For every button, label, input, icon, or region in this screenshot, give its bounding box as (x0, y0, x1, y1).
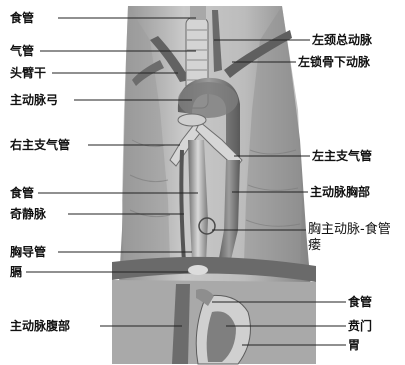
label-cardia: 贲门 (348, 319, 372, 333)
label-azygos-vein: 奇静脉 (10, 207, 46, 221)
label-brachiocephalic: 头臂干 (10, 66, 46, 80)
label-esophagus-mid: 食管 (10, 186, 34, 200)
label-left-bronchus: 左主支气管 (312, 149, 372, 163)
label-aortic-arch: 主动脉弓 (10, 93, 58, 107)
label-trachea: 气管 (10, 44, 34, 58)
label-stomach: 胃 (348, 338, 360, 352)
label-thoracic-aorta: 主动脉胸部 (310, 185, 370, 199)
label-esophagus-top: 食管 (10, 11, 34, 25)
label-right-bronchus: 右主支气管 (10, 138, 70, 152)
label-esophagus-low: 食管 (348, 295, 372, 309)
label-diaphragm: 膈 (10, 265, 22, 279)
label-left-subclavian: 左锁骨下动脉 (298, 55, 370, 69)
label-thoracic-duct: 胸导管 (10, 245, 46, 259)
esophageal-hiatus (188, 265, 208, 275)
label-abdominal-aorta: 主动脉腹部 (10, 319, 70, 333)
carina (178, 114, 206, 126)
label-aortoesophageal-fistula: 胸主动脉-食管瘘 (308, 222, 400, 254)
label-left-carotid: 左颈总动脉 (312, 33, 372, 47)
